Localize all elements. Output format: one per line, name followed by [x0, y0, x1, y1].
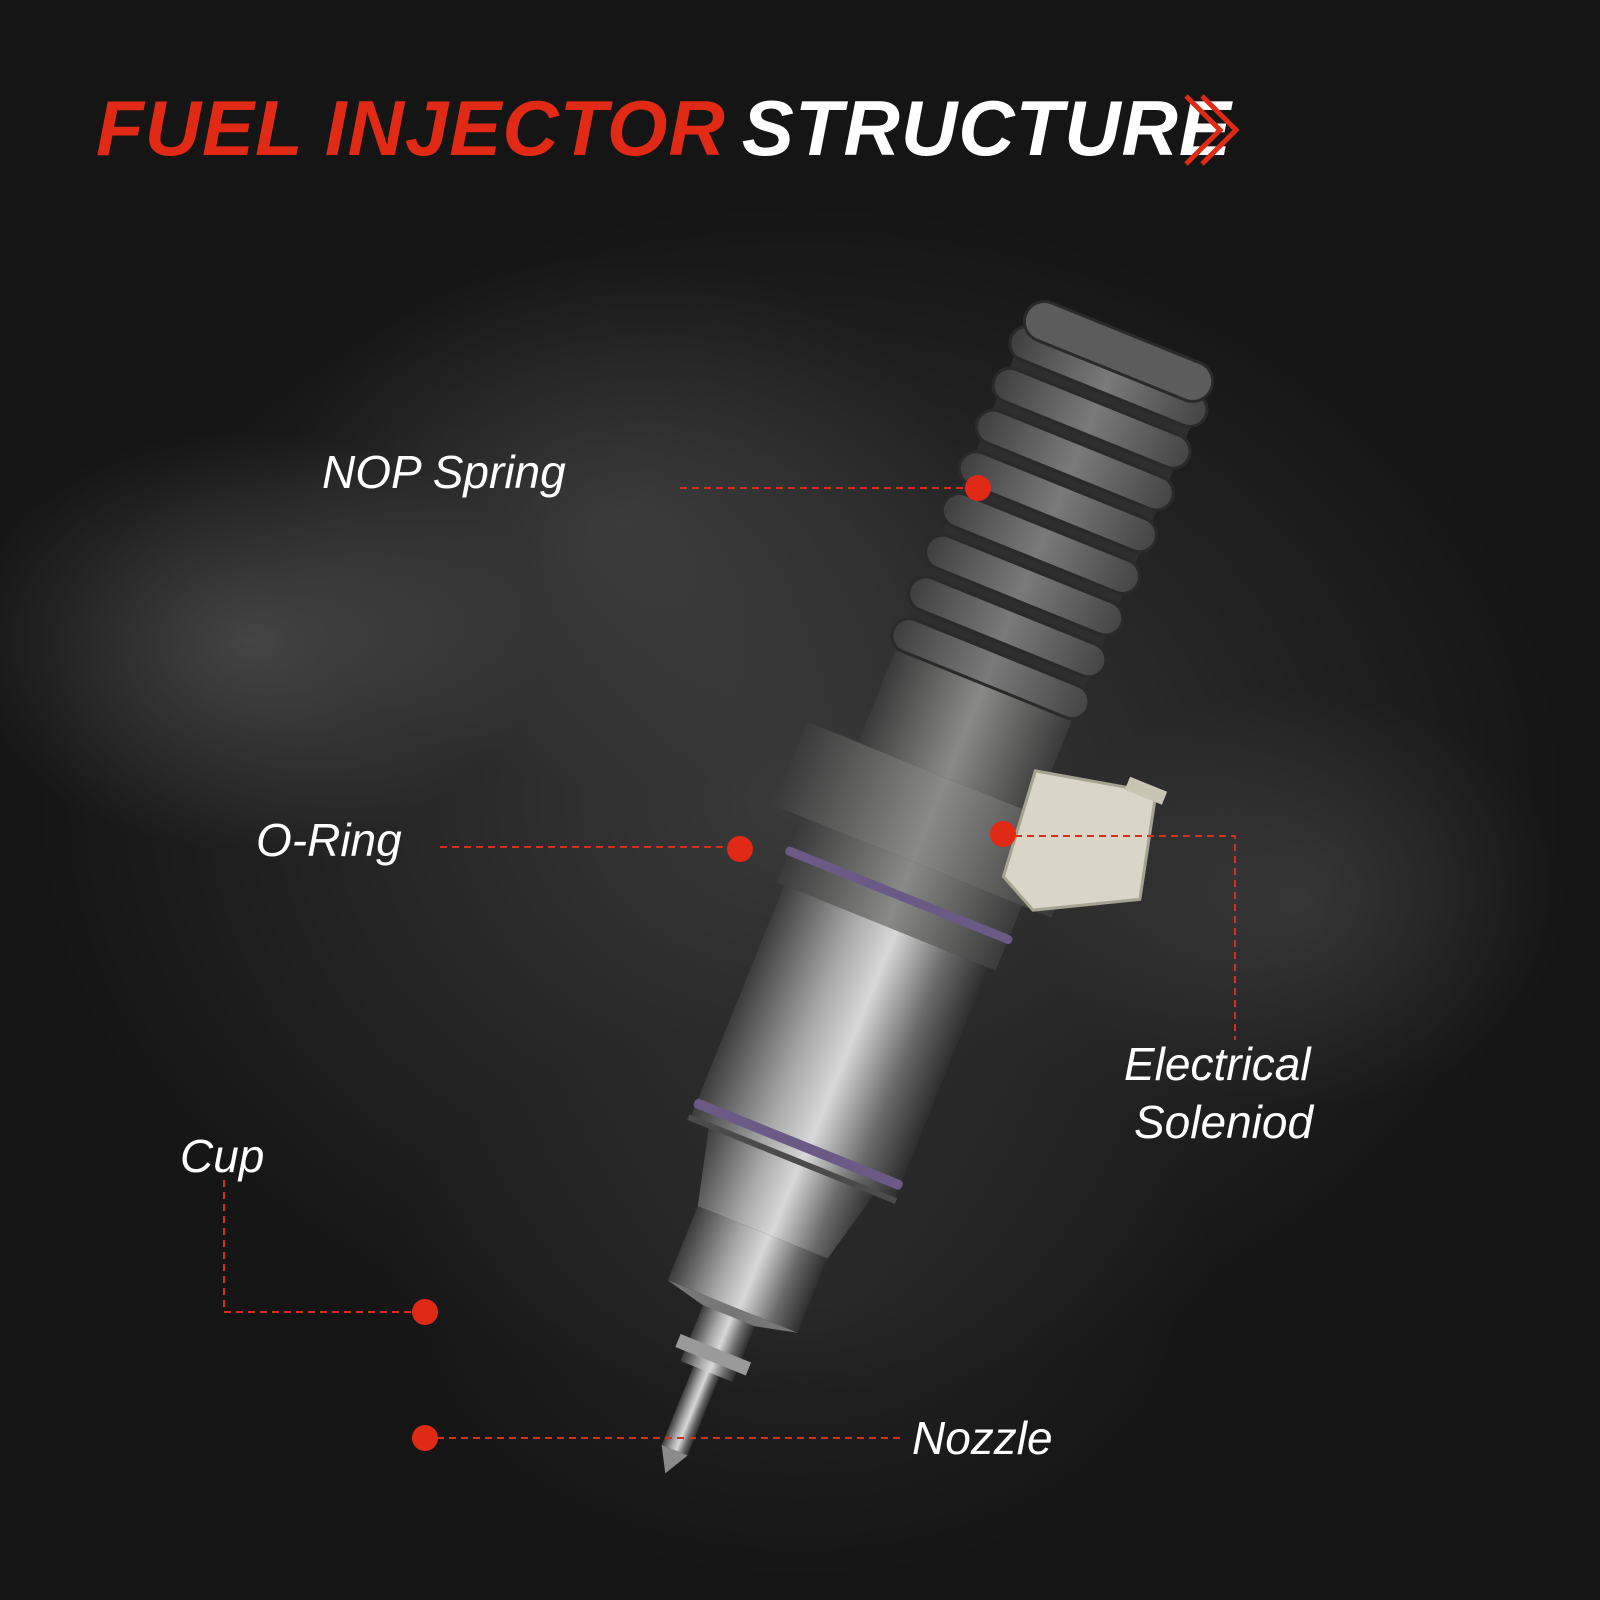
label-cup: Cup — [180, 1130, 265, 1182]
label-electrical: Electrical — [1124, 1038, 1311, 1090]
nozzle-dot — [412, 1425, 438, 1451]
title-accent: FUEL INJECTOR — [96, 84, 726, 172]
title-main: STRUCTURE — [741, 84, 1232, 172]
label-nozzle: Nozzle — [912, 1412, 1053, 1464]
callout-dots — [412, 475, 1016, 1451]
o-ring-band — [785, 846, 1013, 944]
nop-spring — [890, 325, 1209, 721]
label-o-ring: O-Ring — [256, 814, 402, 866]
injector-barrel — [690, 885, 989, 1200]
callout-lines — [223, 487, 1236, 1439]
cup-line — [223, 1180, 425, 1313]
solenoid-dot — [990, 821, 1016, 847]
label-nop-spring: NOP Spring — [322, 446, 566, 498]
label-solenoid: Soleniod — [1134, 1096, 1314, 1148]
nozzle-tip — [661, 1356, 724, 1456]
injector-body — [661, 300, 1215, 1474]
nop-spring-dot — [965, 475, 991, 501]
cup-dot — [412, 1299, 438, 1325]
o-ring-dot — [727, 836, 753, 862]
solenoid-line — [1003, 835, 1236, 1040]
double-chevron-right-icon — [1184, 94, 1240, 166]
